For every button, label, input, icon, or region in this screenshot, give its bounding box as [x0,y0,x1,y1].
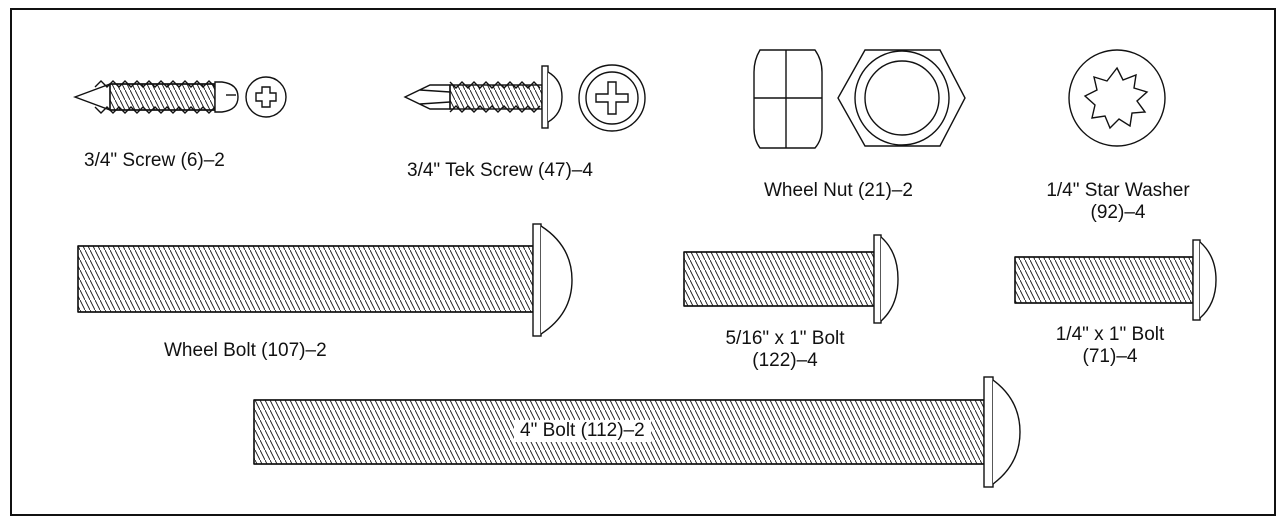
screw-side-drawing [72,80,239,114]
bolt-5-16-label-line1: 5/16" x 1" Bolt [725,328,845,349]
diagram-frame [10,8,1276,516]
screw-head-drawing [245,76,287,118]
tek-screw-label: 3/4" Tek Screw (47)–4 [407,160,593,181]
wheel-nut-label: Wheel Nut (21)–2 [764,180,913,201]
tek-screw-side-drawing [403,65,563,129]
bolt-5-16-label: 5/16" x 1" Bolt (122)–4 [700,328,870,372]
bolt-1-4-label: 1/4" x 1" Bolt (71)–4 [1030,324,1190,368]
tek-screw-head-drawing [578,64,646,132]
wheel-bolt-drawing [77,223,573,337]
bolt-5-16-label-line2: (122)–4 [752,350,818,371]
bolt-5-16-drawing [683,234,899,324]
wheel-nut-face-drawing [837,49,966,147]
wheel-bolt-label: Wheel Bolt (107)–2 [164,340,327,361]
star-washer-label-line2: (92)–4 [1090,202,1146,223]
bolt-1-4-drawing [1014,239,1217,321]
star-washer-label-line1: 1/4" Star Washer [1046,180,1190,201]
screw-label: 3/4" Screw (6)–2 [84,150,225,171]
star-washer-label: 1/4" Star Washer (92)–4 [1028,180,1208,224]
bolt-1-4-label-line2: (71)–4 [1082,346,1138,367]
bolt-1-4-label-line1: 1/4" x 1" Bolt [1055,324,1165,345]
bolt-4-label: 4" Bolt (112)–2 [514,420,651,442]
star-washer-drawing [1068,49,1166,147]
wheel-nut-side-drawing [753,49,823,149]
